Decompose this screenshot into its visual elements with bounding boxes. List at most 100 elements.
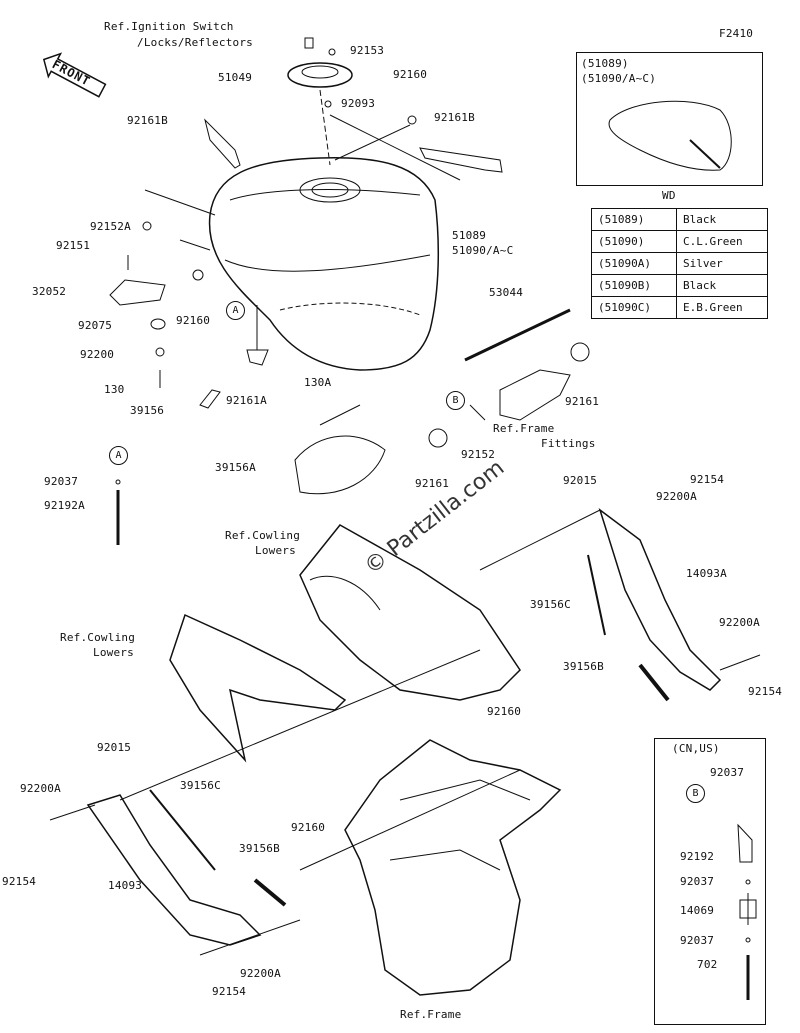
- label-92161-right: 92161: [565, 395, 600, 408]
- color-table-row: (51090)C.L.Green: [591, 230, 768, 253]
- label-92200a-bottom: 92200A: [240, 967, 281, 980]
- label-92200a-left: 92200A: [20, 782, 61, 795]
- fuel-tank: [208, 156, 440, 371]
- label-ref-locks: /Locks/Reflectors: [137, 36, 253, 49]
- label-92161b-right: 92161B: [434, 111, 475, 124]
- color-table-row: (51090A)Silver: [591, 252, 768, 275]
- label-ref-cowling-1: Ref.Cowling: [225, 529, 301, 542]
- label-92200: 92200: [80, 348, 115, 361]
- label-92160-mid: 92160: [176, 314, 211, 327]
- label-51089: 51089: [452, 229, 487, 242]
- color-table-row: (51090B)Black: [591, 274, 768, 297]
- color-table-color: C.L.Green: [676, 230, 768, 253]
- cnus-part-3: 92037: [680, 875, 715, 888]
- color-table-part: (51089): [591, 208, 677, 231]
- label-92200a-right: 92200A: [719, 616, 760, 629]
- label-ref-frame-fittings-2: Fittings: [541, 437, 596, 450]
- fuel-cap: [287, 62, 353, 88]
- cowling-lower-right: [299, 524, 521, 701]
- label-39156b-right: 39156B: [563, 660, 604, 673]
- side-cover-14093: [86, 794, 262, 946]
- color-table-part: (51090): [591, 230, 677, 253]
- label-130: 130: [104, 383, 125, 396]
- color-table-color: Silver: [676, 252, 768, 275]
- label-92037: 92037: [44, 475, 79, 488]
- cnus-part-1: 92037: [710, 766, 745, 779]
- front-arrow: FRONT: [35, 45, 111, 104]
- color-table-part: (51090B): [591, 274, 677, 297]
- label-ref-ignition: Ref.Ignition Switch: [104, 20, 234, 33]
- label-92015-left: 92015: [97, 741, 132, 754]
- label-92161a: 92161A: [226, 394, 267, 407]
- cnus-part-4: 14069: [680, 904, 715, 917]
- label-39156c-left: 39156C: [180, 779, 221, 792]
- cnus-part-2: 92192: [680, 850, 715, 863]
- cnus-inset-box: [654, 738, 766, 1025]
- pad-39156A: [294, 435, 386, 495]
- color-table-row: (51089)Black: [591, 208, 768, 231]
- label-32052: 32052: [32, 285, 67, 298]
- cnus-inset-title: (CN,US): [672, 742, 720, 755]
- wd-inset-line2: (51090/A~C): [581, 72, 657, 85]
- label-ref-frame: Ref.Frame: [400, 1008, 462, 1021]
- label-39156c-right: 39156C: [530, 598, 571, 611]
- label-92154-left: 92154: [2, 875, 37, 888]
- label-ref-cowling-1b: Lowers: [255, 544, 296, 557]
- frame: [344, 739, 562, 996]
- callout-circle-a-ref: A: [109, 446, 128, 465]
- label-51090: 51090/A~C: [452, 244, 514, 257]
- callout-circle-a: A: [226, 301, 245, 320]
- cnus-callout-circle-b: B: [686, 784, 705, 803]
- cnus-part-5: 92037: [680, 934, 715, 947]
- rail-92161B-right: [419, 147, 503, 173]
- label-92160-lower: 92160: [487, 705, 522, 718]
- label-92154-bottom: 92154: [212, 985, 247, 998]
- label-92160-bottom: 92160: [291, 821, 326, 834]
- label-39156b-left: 39156B: [239, 842, 280, 855]
- label-51049: 51049: [218, 71, 253, 84]
- color-table-color: Black: [676, 208, 768, 231]
- color-table-part: (51090A): [591, 252, 677, 275]
- callout-circle-b: B: [446, 391, 465, 410]
- color-table-part: (51090C): [591, 296, 677, 319]
- label-14093a: 14093A: [686, 567, 727, 580]
- label-14093: 14093: [108, 879, 143, 892]
- wd-inset-line1: (51089): [581, 57, 629, 70]
- side-cover-14093A: [598, 508, 722, 691]
- label-92154-right: 92154: [748, 685, 783, 698]
- label-39156a: 39156A: [215, 461, 256, 474]
- label-ref-cowling-2: Ref.Cowling: [60, 631, 136, 644]
- label-92075: 92075: [78, 319, 113, 332]
- label-92152: 92152: [461, 448, 496, 461]
- label-92153: 92153: [350, 44, 385, 57]
- bracket-32052: [109, 279, 166, 306]
- label-39156: 39156: [130, 404, 165, 417]
- cnus-part-6: 702: [697, 958, 718, 971]
- label-ref-frame-fittings-1: Ref.Frame: [493, 422, 555, 435]
- label-92161b-left: 92161B: [127, 114, 168, 127]
- label-92093: 92093: [341, 97, 376, 110]
- color-table-color: E.B.Green: [676, 296, 768, 319]
- label-ref-cowling-2b: Lowers: [93, 646, 134, 659]
- label-92200a-right-top: 92200A: [656, 490, 697, 503]
- color-table: (51089)Black(51090)C.L.Green(51090A)Silv…: [591, 208, 768, 319]
- label-130a: 130A: [304, 376, 332, 389]
- wd-inset-box: [576, 52, 763, 186]
- cowling-lower-left: [169, 613, 347, 763]
- tank-filler-opening: [299, 177, 361, 203]
- label-92152a: 92152A: [90, 220, 131, 233]
- color-table-color: Black: [676, 274, 768, 297]
- wd-caption: WD: [662, 189, 676, 202]
- strip-53044: [464, 308, 571, 362]
- color-table-row: (51090C)E.B.Green: [591, 296, 768, 319]
- label-92154-right-top: 92154: [690, 473, 725, 486]
- label-92161-mid: 92161: [415, 477, 450, 490]
- figure-code: F2410: [719, 27, 754, 40]
- label-92015-right: 92015: [563, 474, 598, 487]
- label-92151: 92151: [56, 239, 91, 252]
- label-53044: 53044: [489, 286, 524, 299]
- rail-92161B-left: [204, 118, 241, 169]
- label-92160-top: 92160: [393, 68, 428, 81]
